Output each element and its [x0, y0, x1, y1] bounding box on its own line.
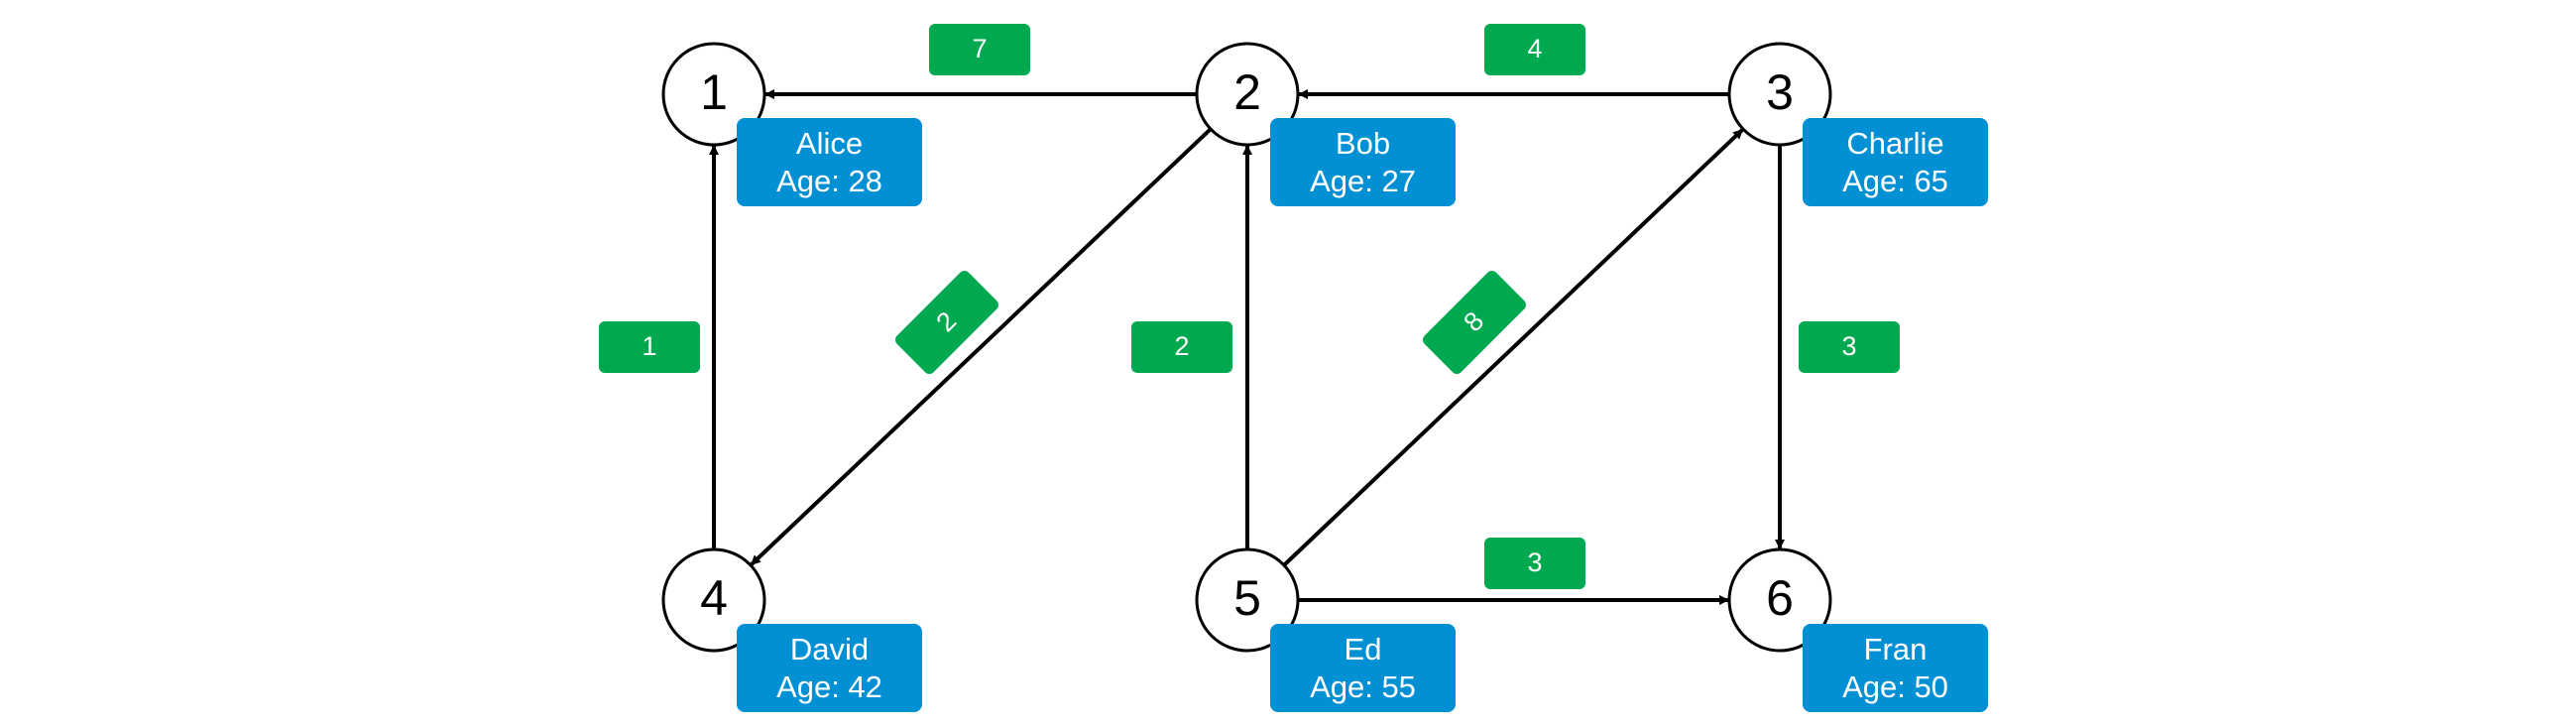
weight-box [1484, 24, 1585, 75]
weights-layer: 7 4 1 2 2 8 3 3 [599, 24, 1900, 589]
weight-box [1799, 321, 1900, 373]
node-age: Age: 28 [776, 164, 882, 198]
node-circle [661, 547, 766, 653]
node-name: Fran [1864, 632, 1928, 667]
edge-weight-5-6: 3 [1484, 538, 1585, 589]
node-name: David [790, 632, 869, 667]
node-3: 3 [1727, 42, 1832, 147]
edge-weight-4-1: 1 [599, 321, 700, 373]
info-box [737, 624, 922, 712]
node-id-label: 1 [700, 64, 728, 120]
edges-layer [709, 89, 1785, 605]
weight-label: 3 [1841, 331, 1856, 361]
edge-weight-5-3: 8 [1423, 271, 1526, 374]
info-box [1803, 118, 1988, 206]
info-box [1803, 624, 1988, 712]
edge-weight-5-2: 2 [1131, 321, 1232, 373]
node-circle [1195, 42, 1300, 147]
weight-box [929, 24, 1030, 75]
node-5: 5 [1195, 547, 1300, 653]
node-age: Age: 55 [1310, 669, 1416, 704]
edge-weight-3-6: 3 [1799, 321, 1900, 373]
weight-label: 1 [642, 331, 656, 361]
node-1: 1 [661, 42, 766, 147]
weight-label: 3 [1527, 547, 1542, 577]
node-id-label: 3 [1766, 64, 1794, 120]
node-id-label: 4 [700, 570, 728, 626]
weight-box [599, 321, 700, 373]
node-name: Bob [1336, 126, 1390, 161]
node-2: 2 [1195, 42, 1300, 147]
node-circle [1195, 547, 1300, 653]
node-circle [1727, 547, 1832, 653]
info-box [1270, 118, 1456, 206]
node-4: 4 [661, 547, 766, 653]
weight-box [1484, 538, 1585, 589]
weight-label: 2 [1174, 331, 1189, 361]
weight-box [1423, 271, 1526, 374]
node-name: Alice [796, 126, 863, 161]
node-age: Age: 65 [1842, 164, 1948, 198]
edge-2-4 [750, 127, 1213, 566]
node-circle [661, 42, 766, 147]
nodes-layer: 1 2 3 4 5 6 [661, 42, 1832, 653]
node-name: Charlie [1846, 126, 1943, 161]
node-age: Age: 27 [1310, 164, 1416, 198]
node-age: Age: 50 [1842, 669, 1948, 704]
info-box [1270, 624, 1456, 712]
weight-box [1131, 321, 1232, 373]
node-name: Ed [1345, 632, 1382, 667]
info-box [737, 118, 922, 206]
edge-weight-2-1: 7 [929, 24, 1030, 75]
weight-label: 7 [972, 34, 987, 63]
node-6: 6 [1727, 547, 1832, 653]
weight-label: 4 [1527, 34, 1542, 63]
edge-5-3 [1282, 128, 1744, 567]
node-id-label: 5 [1233, 570, 1261, 626]
node-circle [1727, 42, 1832, 147]
node-id-label: 6 [1766, 570, 1794, 626]
edge-weight-3-2: 4 [1484, 24, 1585, 75]
node-id-label: 2 [1233, 64, 1261, 120]
node-age: Age: 42 [776, 669, 882, 704]
edge-weight-2-4: 2 [895, 271, 998, 374]
weight-box [895, 271, 998, 374]
